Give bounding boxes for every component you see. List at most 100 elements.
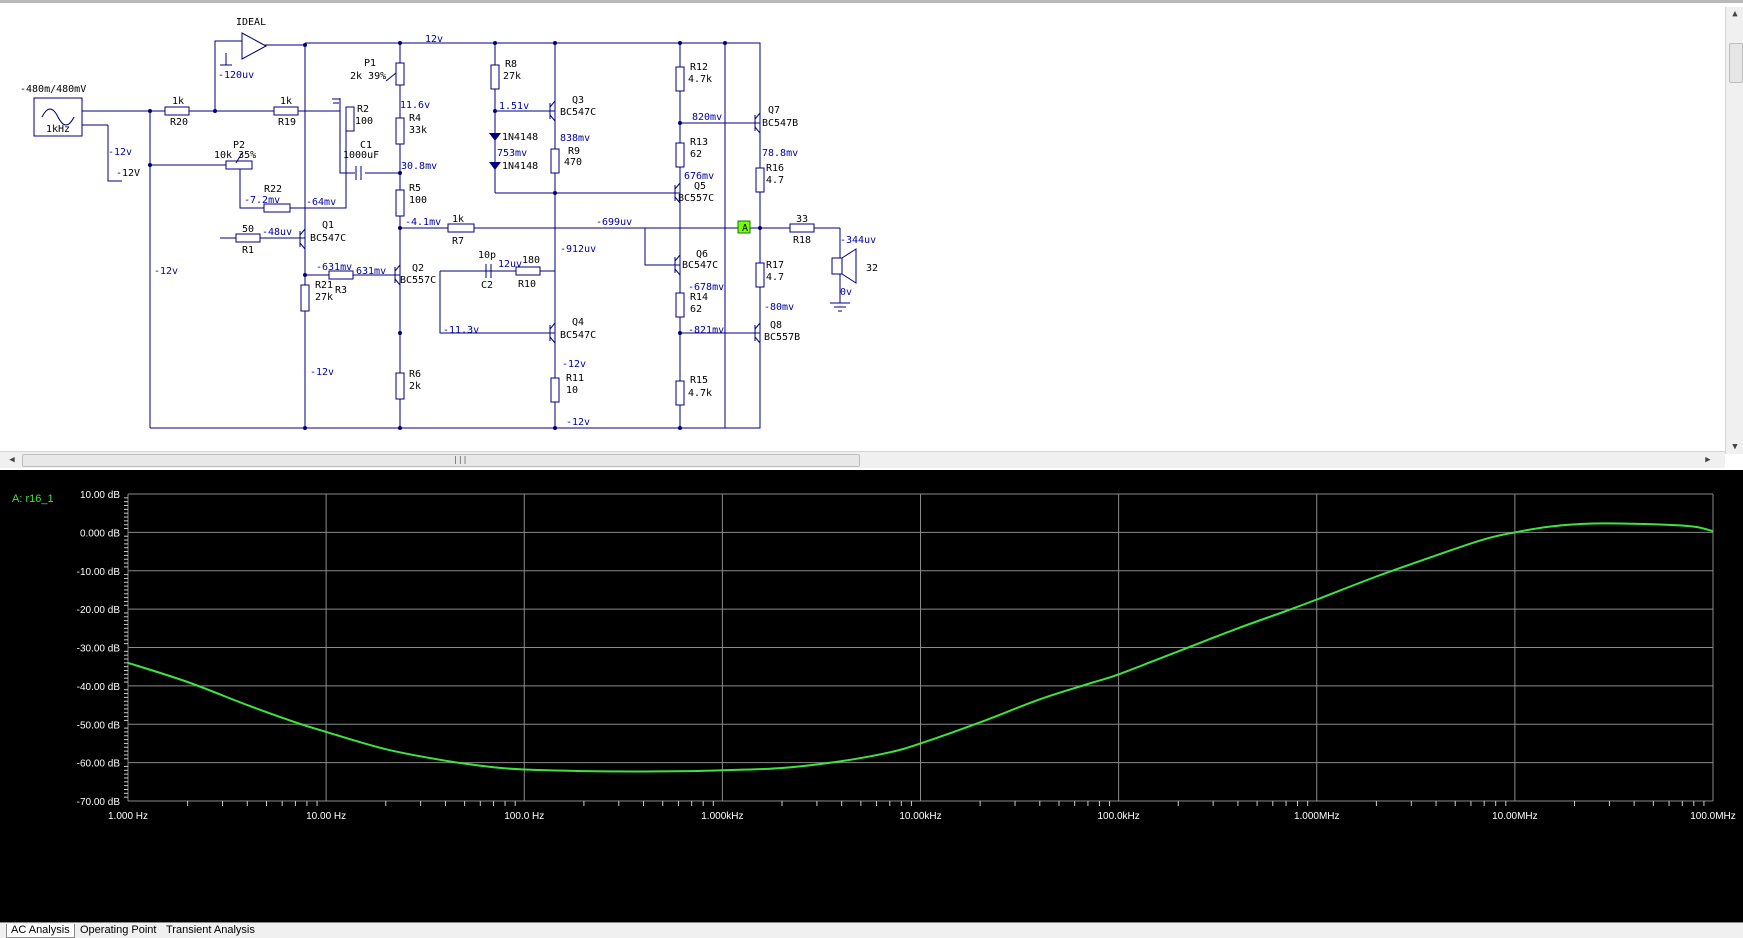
schematic-label-node-30mv: 30.8mv: [401, 161, 437, 172]
schematic-label-r20-name: R20: [170, 117, 188, 128]
y-tick-label: -10.00 dB: [77, 567, 121, 578]
resistor-symbols[interactable]: [164, 64, 815, 406]
opamp-symbol[interactable]: [220, 32, 268, 66]
schematic-label-r9-val: 470: [564, 157, 582, 168]
schematic-label-q2-type: BC557C: [400, 275, 436, 286]
schematic-label-p1-name: P1: [364, 58, 376, 69]
scroll-grip-icon: |||: [453, 455, 468, 464]
tab-transient-analysis[interactable]: Transient Analysis: [166, 924, 255, 936]
schematic-label-node-699uv: -699uv: [596, 217, 632, 228]
schematic-label-r4-val: 33k: [409, 125, 427, 136]
trace-label: A: r16_1: [12, 493, 54, 505]
schematic-label-r13-name: R13: [690, 137, 708, 148]
x-tick-label: 10.00kHz: [899, 811, 941, 822]
r18-body: [789, 223, 815, 233]
schematic-label-r11-val: 10: [566, 385, 578, 396]
schematic-label-r17-val: 4.7: [766, 272, 784, 283]
schematic-label-r9-name: R9: [568, 146, 580, 157]
schematic-label-c2-val: 10p: [478, 250, 496, 261]
schematic-label-r6-name: R6: [409, 369, 421, 380]
y-tick-label: 10.00 dB: [80, 490, 120, 501]
r6-body: [395, 372, 405, 400]
p2-body: [225, 160, 253, 170]
x-tick-label: 1.000MHz: [1294, 811, 1340, 822]
r22-wire: [239, 165, 270, 209]
schematic-label-r3-name: R3: [335, 285, 347, 296]
schematic-label-p2-name: P2: [233, 140, 245, 151]
probe-marker-box[interactable]: [737, 220, 751, 234]
schematic-label-r12-name: R12: [690, 62, 708, 73]
schematic-label-neg12-q4: -12v: [562, 359, 586, 370]
schematic-label-q4-type: BC547C: [560, 330, 596, 341]
junction-dots: [148, 41, 762, 430]
r16-body: [755, 167, 765, 193]
schematic-label-r5-name: R5: [409, 183, 421, 194]
x-tick-label: 100.0kHz: [1098, 811, 1140, 822]
q3-symbol: [549, 100, 556, 122]
vertical-scroll-thumb[interactable]: [1729, 43, 1743, 83]
scroll-left-icon[interactable]: ◀: [9, 455, 15, 465]
r1-body: [235, 233, 261, 243]
schematic-label-r11-name: R11: [566, 373, 584, 384]
schematic-label-neg12-mid: -12v: [310, 367, 334, 378]
ac-analysis-chart[interactable]: A: r16_1 10.00 dB0.000 dB-10.00 dB-20.00…: [0, 470, 1743, 922]
speaker-symbol[interactable]: [830, 248, 857, 312]
schematic-label-r2-val: 100: [355, 116, 373, 127]
x-tick-label: 100.0MHz: [1690, 811, 1736, 822]
q6-symbol: [674, 254, 681, 276]
scroll-down-icon[interactable]: ▼: [1732, 442, 1738, 452]
r15-body: [675, 380, 685, 406]
schematic-label-node-838mv: 838mv: [560, 133, 590, 144]
diode-symbols[interactable]: [489, 133, 501, 170]
schematic-label-node-821mv: -821mv: [688, 325, 724, 336]
schematic-label-node-344uv: -344uv: [840, 235, 876, 246]
schematic-label-node-11v6: 11.6v: [400, 100, 430, 111]
r20-body: [164, 106, 190, 116]
potentiometer-symbols[interactable]: [225, 62, 405, 170]
vertical-scrollbar[interactable]: ▲ ▼: [1725, 7, 1743, 454]
ac-source[interactable]: [33, 97, 83, 137]
schematic-label-r14-name: R14: [690, 292, 708, 303]
y-tick-label: -50.00 dB: [77, 720, 121, 731]
plot-ticks: 10.00 dB0.000 dB-10.00 dB-20.00 dB-30.00…: [77, 490, 1736, 822]
schematic-label-r8-val: 27k: [503, 71, 521, 82]
horizontal-scrollbar[interactable]: ◀ ||| ▶: [0, 451, 1725, 468]
schematic-label-src-volt: -480m/480mV: [20, 84, 86, 95]
schematic-label-r16-name: R16: [766, 163, 784, 174]
schematic-label-opamp-label: IDEAL: [236, 17, 266, 28]
schematic-label-q5-type: BC557C: [678, 193, 714, 204]
schematic-label-r15-val: 4.7k: [688, 388, 712, 399]
horizontal-scroll-thumb[interactable]: |||: [22, 454, 860, 467]
schematic-label-rail-top: 12v: [425, 34, 443, 45]
r22-body: [263, 203, 291, 213]
schematic-label-r10-val: 180: [522, 255, 540, 266]
r13-body: [675, 142, 685, 168]
plot-grid: [127, 493, 1714, 802]
r7-body: [447, 223, 475, 233]
x-tick-label: 10.00 Hz: [306, 811, 346, 822]
schematic-label-r21-name: R21: [315, 280, 333, 291]
x-tick-label: 100.0 Hz: [504, 811, 544, 822]
scroll-up-icon[interactable]: ▲: [1732, 9, 1738, 19]
schematic-label-c1-val: 1000uF: [343, 150, 379, 161]
scroll-right-icon[interactable]: ▶: [1705, 455, 1711, 465]
r4-body: [395, 117, 405, 145]
schematic-label-r1-val: 50: [242, 224, 254, 235]
x-tick-label: 10.00MHz: [1492, 811, 1538, 822]
schematic-label-q2-name: Q2: [412, 263, 424, 274]
y-tick-label: 0.000 dB: [80, 528, 120, 539]
tab-operating-point[interactable]: Operating Point: [80, 924, 157, 936]
schematic-label-p1-val: 2k 39%: [350, 71, 386, 82]
schematic-wires: [82, 40, 841, 429]
transistor-symbols[interactable]: [299, 100, 761, 344]
schematic-label-c2-name: C2: [481, 280, 493, 291]
tab-ac-analysis[interactable]: AC Analysis: [6, 924, 75, 938]
capacitor-symbols[interactable]: [332, 98, 492, 278]
opamp-in-wire: [214, 40, 242, 111]
schematic-label-r1-name: R1: [242, 245, 254, 256]
schematic-label-node-4mv: -4.1mv: [405, 217, 441, 228]
